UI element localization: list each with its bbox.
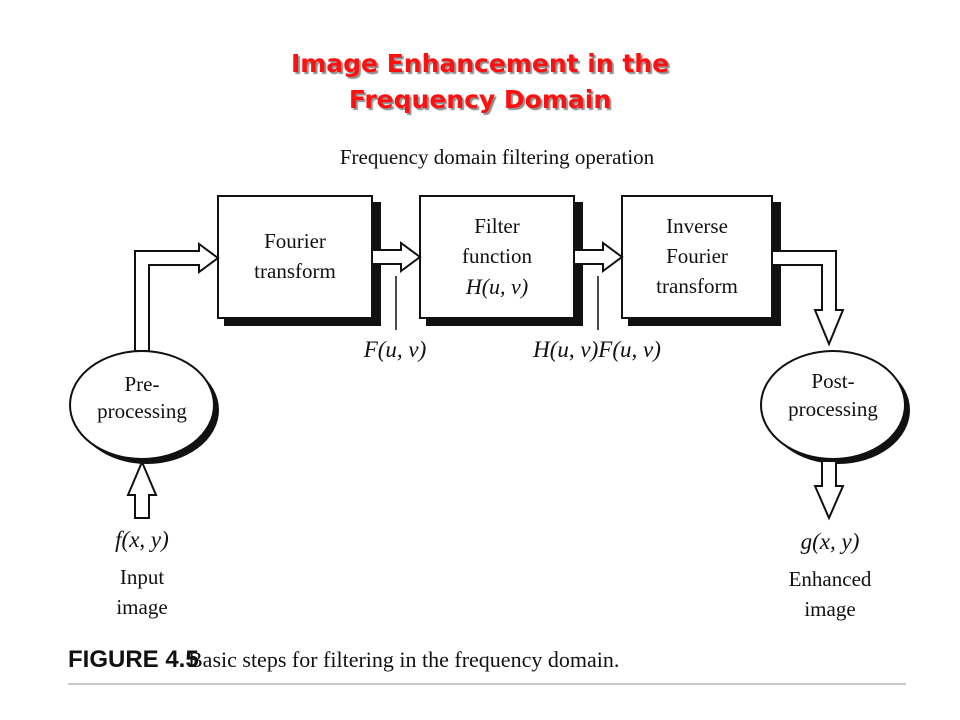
signal-HF: H(u, v)F(u, v) bbox=[532, 337, 661, 362]
signal-F: F(u, v) bbox=[363, 337, 427, 362]
arrow-filter-to-inverse bbox=[573, 241, 624, 273]
fourier-label-line-2: transform bbox=[254, 259, 336, 283]
filter-label-line-1: Filter bbox=[474, 214, 520, 238]
output-caption-line-2: image bbox=[804, 597, 855, 621]
pre-processing-node: Pre- processing bbox=[69, 350, 219, 464]
signal-input: f(x, y) bbox=[115, 527, 169, 552]
figure-caption: Basic steps for filtering in the frequen… bbox=[188, 647, 619, 672]
input-caption-line-2: image bbox=[116, 595, 167, 619]
arrow-fourier-to-filter bbox=[371, 241, 422, 273]
arrow-inverse-to-post bbox=[771, 250, 845, 347]
fourier-transform-block: Fourier transform bbox=[217, 195, 381, 326]
fourier-label-line-1: Fourier bbox=[264, 229, 326, 253]
post-processing-node: Post- processing bbox=[760, 350, 910, 464]
filter-label-line-3: H(u, v) bbox=[465, 274, 528, 299]
inverse-label-line-1: Inverse bbox=[666, 214, 728, 238]
input-caption-line-1: Input bbox=[120, 565, 164, 589]
section-label: Frequency domain filtering operation bbox=[340, 145, 655, 169]
figure-label: FIGURE 4.5 bbox=[68, 646, 199, 673]
pre-label-line-1: Pre- bbox=[125, 372, 160, 396]
arrow-pre-to-fourier bbox=[134, 242, 220, 352]
inverse-fourier-block: Inverse Fourier transform bbox=[621, 195, 781, 326]
arrow-post-to-output bbox=[813, 460, 845, 521]
output-caption-line-1: Enhanced bbox=[789, 567, 872, 591]
slide-title-line-1: Image Enhancement in the bbox=[290, 49, 670, 78]
filter-function-block: Filter function H(u, v) bbox=[419, 195, 583, 326]
post-label-line-2: processing bbox=[788, 397, 878, 421]
arrow-input-to-pre bbox=[126, 459, 158, 519]
filter-label-line-2: function bbox=[462, 244, 532, 268]
inverse-label-line-2: Fourier bbox=[666, 244, 728, 268]
signal-output: g(x, y) bbox=[801, 529, 860, 554]
post-label-line-1: Post- bbox=[811, 369, 854, 393]
slide-title-line-2: Frequency Domain bbox=[348, 85, 612, 114]
inverse-label-line-3: transform bbox=[656, 274, 738, 298]
pre-label-line-2: processing bbox=[97, 399, 187, 423]
